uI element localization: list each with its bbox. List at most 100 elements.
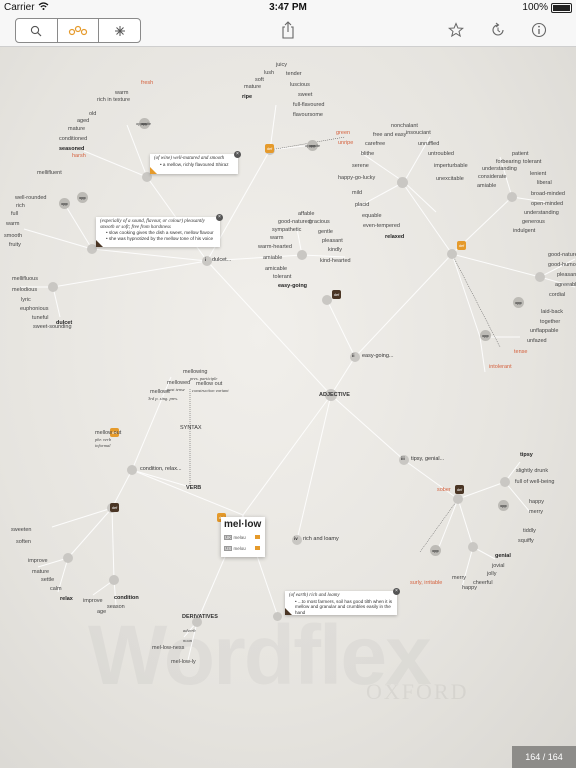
word-genial[interactable]: genial: [495, 553, 511, 559]
definition-tag[interactable]: def: [110, 503, 119, 512]
derivatives-label[interactable]: DERIVATIVES: [182, 614, 218, 620]
verb-sense-node[interactable]: [127, 465, 137, 475]
word-season[interactable]: season: [107, 604, 125, 610]
word-understanding[interactable]: understanding: [482, 166, 517, 172]
word-jolly[interactable]: jolly: [487, 571, 497, 577]
word-good-natured[interactable]: good-natured: [278, 219, 311, 225]
word-gentle[interactable]: gentle: [318, 229, 333, 235]
word-tender[interactable]: tender: [286, 71, 302, 77]
word-tipsy[interactable]: tipsy: [520, 452, 533, 458]
asterisk-icon[interactable]: [99, 19, 140, 42]
wordweb-icon[interactable]: [58, 19, 100, 42]
word-sweeten[interactable]: sweeten: [11, 527, 32, 533]
word-mellowness[interactable]: mel-low-ness: [152, 645, 185, 651]
word-lush[interactable]: lush: [264, 70, 275, 76]
word-amiable-2[interactable]: amiable: [477, 183, 497, 189]
word-nonchalant[interactable]: nonchalant: [391, 123, 418, 129]
syntax-label[interactable]: SYNTAX: [180, 425, 202, 431]
word-mature[interactable]: mature: [244, 84, 262, 90]
word-euphonious[interactable]: euphonious: [20, 306, 49, 312]
definition-card-sound[interactable]: (especially of a sound, flavour, or colo…: [96, 214, 223, 247]
word-flavoursome[interactable]: flavoursome: [293, 112, 323, 118]
word-full-of-well-being[interactable]: full of well-being: [515, 479, 555, 485]
opposite-marker[interactable]: opp: [59, 198, 70, 209]
word-harsh[interactable]: harsh: [72, 153, 86, 159]
opposite-marker[interactable]: opp: [139, 118, 150, 129]
word-rich-in-texture[interactable]: rich in texture: [97, 97, 131, 103]
word-equable[interactable]: equable: [362, 213, 382, 219]
word-warm[interactable]: warm: [115, 90, 129, 96]
word-tiddly[interactable]: tiddly: [523, 528, 536, 534]
word-easy-going[interactable]: easy-going: [278, 283, 308, 289]
word-smooth[interactable]: smooth: [4, 233, 23, 239]
word-laid-back[interactable]: laid-back: [541, 309, 564, 315]
sense-i-label[interactable]: dulcet...: [212, 257, 232, 263]
word-aged[interactable]: aged: [77, 118, 90, 124]
word-agreeable[interactable]: agreeable: [555, 282, 576, 288]
word-slightly-drunk[interactable]: slightly drunk: [516, 468, 549, 474]
headword-card[interactable]: mel·low UK meləʊ US meloʊ: [221, 517, 265, 557]
word-mature-3[interactable]: mature: [32, 569, 50, 575]
definition-card-wine[interactable]: (of wine) well-matured and smooth • a me…: [150, 151, 241, 174]
word-mellowed[interactable]: mellowed: [167, 380, 191, 386]
sense-iv-label[interactable]: rich and loamy: [303, 536, 339, 542]
sense-ii-node[interactable]: [350, 352, 360, 362]
word-generous[interactable]: generous: [522, 219, 545, 225]
close-icon[interactable]: ×: [234, 151, 241, 158]
word-amicable[interactable]: amicable: [265, 266, 288, 272]
word-warm-3[interactable]: warm: [270, 235, 284, 241]
word-improve[interactable]: improve: [28, 558, 48, 564]
word-together[interactable]: together: [540, 319, 561, 325]
word-dulcet[interactable]: dulcet: [56, 320, 73, 326]
definition-tag[interactable]: def: [110, 428, 119, 437]
cluster-node[interactable]: [109, 575, 119, 585]
word-patient[interactable]: patient: [512, 151, 529, 157]
cluster-node[interactable]: [468, 542, 478, 552]
cluster-node[interactable]: [63, 553, 73, 563]
word-fresh[interactable]: fresh: [141, 80, 154, 86]
word-calm[interactable]: calm: [50, 586, 62, 592]
word-understanding-2[interactable]: understanding: [524, 210, 559, 216]
word-happy[interactable]: happy: [529, 499, 544, 505]
word-warm-2[interactable]: warm: [6, 221, 20, 227]
verb-sense-label[interactable]: condition, relax...: [140, 466, 182, 472]
opposite-marker[interactable]: opp: [513, 297, 524, 308]
sense-ii-label[interactable]: easy-going...: [362, 353, 394, 359]
word-full[interactable]: full: [11, 211, 19, 217]
sense-iv-node[interactable]: [292, 535, 302, 545]
word-mellowing[interactable]: mellowing: [183, 369, 208, 375]
word-mild[interactable]: mild: [352, 190, 363, 196]
word-blithe[interactable]: blithe: [361, 151, 375, 157]
definition-tag[interactable]: def: [332, 290, 341, 299]
word-unexcitable[interactable]: unexcitable: [436, 176, 464, 182]
word-warm-hearted[interactable]: warm-hearted: [258, 244, 292, 250]
word-surly-irritable[interactable]: surly, irritable: [410, 580, 443, 586]
word-good-natured-2[interactable]: good-natured: [548, 252, 576, 258]
derivatives-node[interactable]: [192, 617, 202, 627]
word-cheerful[interactable]: cheerful: [473, 580, 493, 586]
word-ripe[interactable]: ripe: [242, 94, 253, 100]
word-unflappable[interactable]: unflappable: [530, 328, 559, 334]
opposite-marker[interactable]: opp: [498, 500, 509, 511]
word-mellows[interactable]: mellows: [150, 389, 170, 395]
cluster-node[interactable]: [273, 612, 282, 621]
word-conditioned[interactable]: conditioned: [59, 136, 88, 142]
word-tense[interactable]: tense: [514, 349, 528, 355]
opposite-marker[interactable]: opp: [480, 330, 491, 341]
definition-tag[interactable]: def: [265, 144, 274, 153]
word-web-canvas[interactable]: Wordflex OXFORD: [0, 47, 576, 768]
word-unripe[interactable]: unripe: [338, 140, 354, 146]
close-icon[interactable]: ×: [393, 588, 400, 595]
word-full-flavoured[interactable]: full-flavoured: [293, 102, 325, 108]
cluster-node[interactable]: [142, 172, 152, 182]
word-green[interactable]: green: [336, 130, 351, 136]
word-luscious[interactable]: luscious: [290, 82, 310, 88]
sense-iii-node[interactable]: [399, 455, 409, 465]
cluster-node[interactable]: [453, 494, 463, 504]
word-jovial[interactable]: jovial: [492, 563, 505, 569]
sense-iii-label[interactable]: tipsy, genial...: [411, 456, 445, 462]
word-pleasant-2[interactable]: pleasant: [557, 272, 576, 278]
word-sober[interactable]: sober: [437, 487, 451, 493]
word-mellifluous[interactable]: mellifluous: [12, 276, 38, 282]
cluster-node[interactable]: [322, 295, 332, 305]
